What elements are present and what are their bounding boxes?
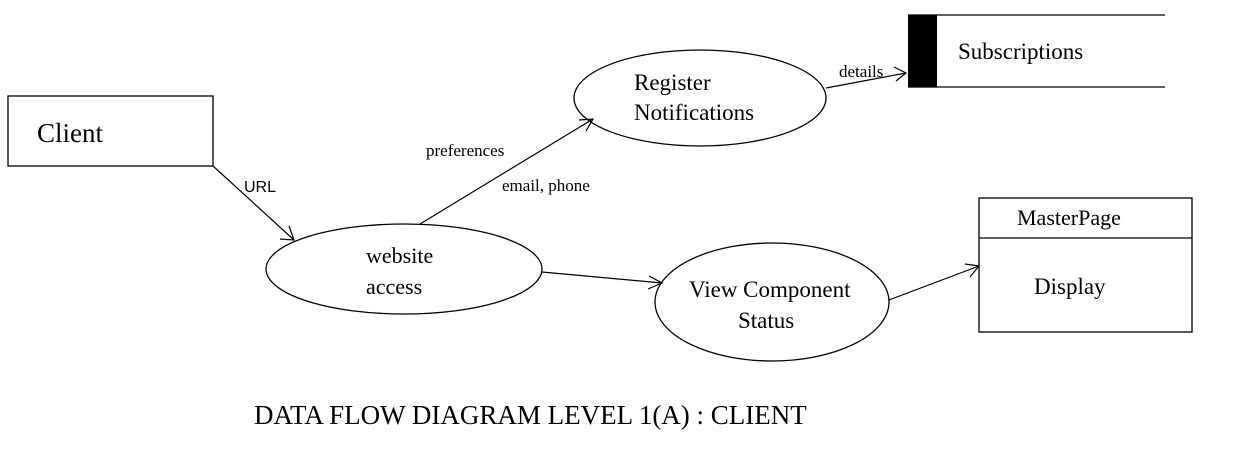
register-notifications-line1: Register <box>634 70 711 95</box>
flow-preferences-label: preferences <box>426 141 504 160</box>
client-box <box>7 95 214 167</box>
website-access-ellipse <box>265 223 543 315</box>
masterpage-display-label: Display <box>1034 274 1106 299</box>
register-notifications-line2: Notifications <box>634 100 754 125</box>
flow-status-arrowhead <box>647 275 664 290</box>
process-register-notifications: Register Notifications <box>573 49 827 147</box>
flow-url-arrowhead <box>279 225 295 241</box>
flow-details: details <box>825 62 908 89</box>
subscriptions-label: Subscriptions <box>958 39 1083 64</box>
client-label: Client <box>37 118 103 148</box>
client-entity: Client <box>7 95 214 167</box>
flow-details-label: details <box>839 62 883 81</box>
flow-display <box>888 263 981 301</box>
flow-preferences-line <box>419 118 594 225</box>
masterpage-store: MasterPage Display <box>978 197 1193 333</box>
masterpage-title: MasterPage <box>1017 205 1121 230</box>
flow-display-line <box>888 265 980 301</box>
process-website-access: website access <box>265 223 543 315</box>
flow-preferences: preferences email, phone <box>419 118 595 225</box>
flow-preferences-arrowhead <box>578 118 595 132</box>
process-view-component-status: View Component Status <box>654 242 890 362</box>
subscriptions-store-marker <box>908 15 937 87</box>
website-access-line2: access <box>366 274 422 299</box>
register-notifications-ellipse <box>573 49 827 147</box>
flow-url: URL <box>212 165 295 241</box>
diagram-caption: DATA FLOW DIAGRAM LEVEL 1(A) : CLIENT <box>254 400 807 430</box>
flow-details-arrowhead <box>893 66 908 82</box>
flow-url-label: URL <box>244 179 276 196</box>
masterpage-box <box>978 197 1193 333</box>
view-component-status-ellipse <box>654 242 890 362</box>
website-access-line1: website <box>366 243 433 268</box>
flow-status <box>541 271 664 290</box>
flow-status-line <box>541 271 663 284</box>
view-component-status-line2: Status <box>738 308 794 333</box>
subscriptions-store: Subscriptions <box>908 14 1165 88</box>
flow-url-line <box>212 165 295 241</box>
flow-email-phone-label: email, phone <box>502 176 590 195</box>
flow-display-arrowhead <box>964 263 981 278</box>
view-component-status-line1: View Component <box>689 277 851 302</box>
flow-details-line <box>825 72 907 89</box>
